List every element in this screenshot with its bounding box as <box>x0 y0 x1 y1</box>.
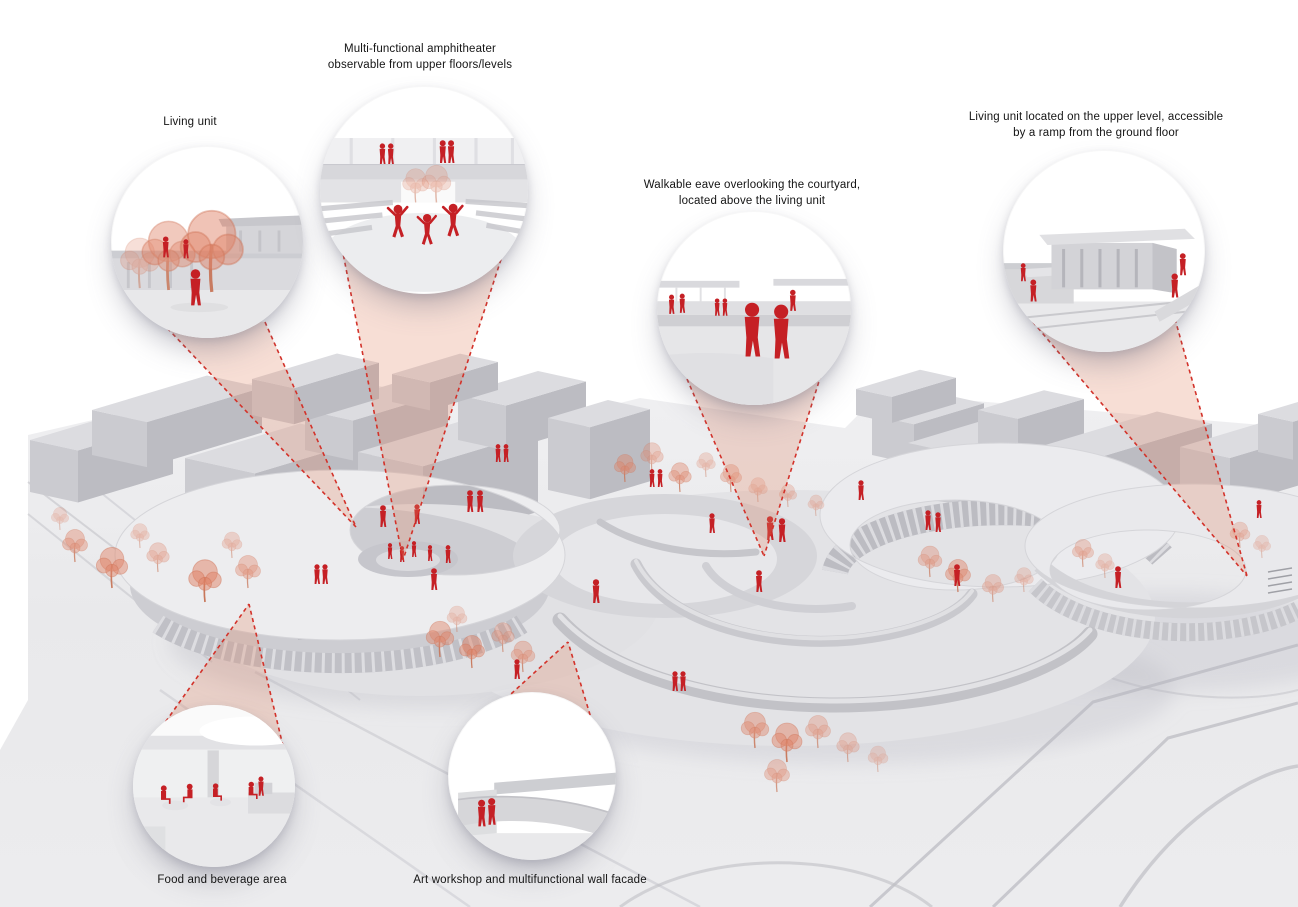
dashed-leader-line <box>402 237 509 561</box>
callout-label-walkable-eave: Walkable eave overlooking the courtyard,… <box>643 179 861 208</box>
callout-label-art-workshop: Art workshop and multifunctional wall fa… <box>413 874 647 886</box>
context-block-face <box>872 415 914 465</box>
callout-label-food-beverage: Food and beverage area <box>157 874 287 886</box>
callout-bubble-living-unit <box>111 146 303 338</box>
callout-bubble-walkable-eave <box>657 211 851 405</box>
context-block-face <box>548 418 590 500</box>
context-block-face <box>252 379 294 425</box>
callout-cone <box>341 237 509 561</box>
callout-bubble-food-beverage <box>133 705 295 867</box>
context-block-face <box>856 389 892 423</box>
callout-cone <box>1032 318 1248 577</box>
context-block-face <box>1042 411 1212 459</box>
context-block-face <box>147 387 262 468</box>
context-block-face <box>392 353 498 383</box>
context-block-face <box>392 374 430 411</box>
dashed-leader-line <box>248 603 284 747</box>
context-block-face <box>305 410 353 461</box>
callout-label-amphitheater: Multi-functional amphitheater observable… <box>327 43 513 72</box>
callout-cone <box>686 374 822 557</box>
living-unit-detail-view <box>111 209 303 338</box>
context-block-face <box>978 390 1084 419</box>
callout-cone <box>151 311 357 528</box>
context-block-face <box>458 395 506 451</box>
context-block-face <box>92 410 147 468</box>
context-block-face <box>856 369 956 397</box>
callout-bubble-art-workshop <box>448 692 616 860</box>
cone-fill <box>342 238 508 560</box>
callout-label-living-unit-upper: Living unit located on the upper level, … <box>968 111 1224 140</box>
context-block-face <box>548 400 650 428</box>
callout-label-living-unit: Living unit <box>163 116 217 128</box>
context-block-face <box>353 392 448 461</box>
dashed-leader-line <box>763 374 822 557</box>
context-block-face <box>1258 402 1298 422</box>
dashed-leader-line <box>1032 321 1248 577</box>
context-block-face <box>252 353 379 389</box>
context-block-face <box>458 371 586 406</box>
art-workshop-detail-view <box>448 772 616 860</box>
context-block-face <box>506 381 586 451</box>
context-block-face <box>590 409 650 500</box>
callout-bubble-living-unit-upper <box>1003 150 1205 352</box>
cone-fill <box>152 312 356 527</box>
food-beverage-detail-view <box>133 705 295 867</box>
context-block-face <box>430 361 498 411</box>
callout-leader-cones <box>151 237 1248 752</box>
dashed-leader-line <box>686 378 765 557</box>
walkable-eave-detail-view <box>657 278 851 405</box>
main-building-complex <box>114 442 1298 746</box>
context-block-face <box>30 440 78 503</box>
cone-fill <box>687 375 821 556</box>
context-block-face <box>1293 420 1298 460</box>
callout-bubble-amphitheater <box>320 86 528 294</box>
amphitheater-detail-view <box>320 138 528 292</box>
context-block-face <box>1018 399 1084 457</box>
dashed-leader-line <box>341 247 404 561</box>
context-block-face <box>92 375 262 423</box>
living-unit-upper-detail-view <box>1003 228 1205 352</box>
context-block-face <box>892 377 956 423</box>
context-block-face <box>294 362 379 425</box>
context-block-face <box>1258 414 1293 460</box>
